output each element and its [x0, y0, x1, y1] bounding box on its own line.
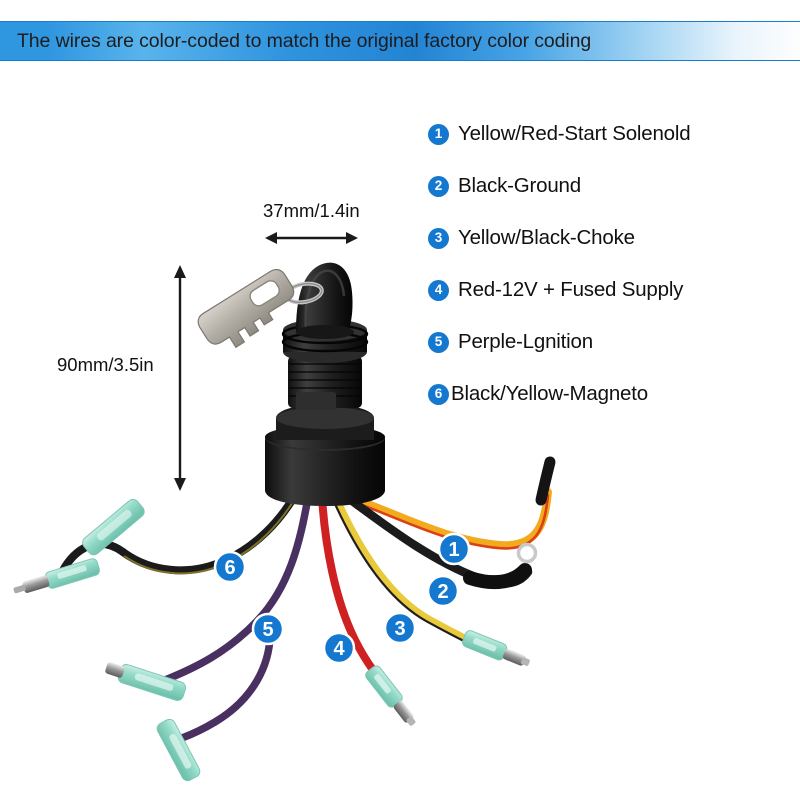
- legend-badge-5: 5: [428, 331, 449, 353]
- legend-item-2: 2 Black-Ground: [428, 160, 758, 212]
- legend-label-5: Perple-Lgnition: [458, 330, 593, 353]
- legend-badge-4: 4: [428, 279, 449, 301]
- ignition-key: [197, 268, 324, 349]
- svg-text:5: 5: [262, 619, 273, 641]
- svg-text:2: 2: [437, 581, 448, 603]
- callout-1: 1: [437, 532, 471, 566]
- ignition-switch-body: [265, 262, 385, 506]
- width-dimension-arrow: [265, 232, 358, 244]
- wire-color-legend: 1 Yellow/Red-Start Solenold 2 Black-Grou…: [428, 108, 758, 420]
- legend-label-6: Black/Yellow-Magneto: [451, 382, 648, 405]
- wire-red-12v-fused-supply: [318, 493, 416, 726]
- legend-item-1: 1 Yellow/Red-Start Solenold: [428, 108, 758, 160]
- wire-yellow-red-start-solenoid: [353, 456, 556, 550]
- callout-6: 6: [213, 550, 247, 584]
- legend-item-3: 3 Yellow/Black-Choke: [428, 212, 758, 264]
- callout-5: 5: [251, 612, 285, 646]
- legend-label-1: Yellow/Red-Start Solenold: [458, 122, 691, 145]
- legend-badge-6: 6: [428, 383, 449, 405]
- legend-badge-1: 1: [428, 123, 449, 145]
- wire-black-ground: [343, 493, 538, 590]
- callout-4: 4: [322, 631, 356, 665]
- header-banner-text: The wires are color-coded to match the o…: [17, 29, 592, 52]
- width-dimension-label: 37mm/1.4in: [263, 200, 360, 221]
- svg-text:1: 1: [448, 539, 459, 561]
- svg-text:3: 3: [394, 618, 405, 640]
- wire-black-yellow-magneto: [13, 493, 298, 594]
- header-banner: The wires are color-coded to match the o…: [0, 21, 800, 61]
- wire-purple-ignition: [105, 493, 312, 782]
- height-dimension-arrow: [174, 265, 186, 491]
- legend-badge-2: 2: [428, 175, 449, 197]
- legend-label-3: Yellow/Black-Choke: [458, 226, 635, 249]
- legend-item-4: 4 Red-12V + Fused Supply: [428, 264, 758, 316]
- legend-label-4: Red-12V + Fused Supply: [458, 278, 684, 301]
- legend-item-5: 5 Perple-Lgnition: [428, 316, 758, 368]
- callout-3: 3: [383, 611, 417, 645]
- legend-item-6: 6 Black/Yellow-Magneto: [428, 368, 758, 420]
- callout-2: 2: [426, 574, 460, 608]
- legend-label-2: Black-Ground: [458, 174, 581, 197]
- height-dimension-label: 90mm/3.5in: [57, 354, 154, 375]
- wire-yellow-black-choke: [331, 494, 530, 666]
- legend-badge-3: 3: [428, 227, 449, 249]
- svg-text:6: 6: [224, 557, 235, 579]
- svg-text:4: 4: [333, 638, 345, 660]
